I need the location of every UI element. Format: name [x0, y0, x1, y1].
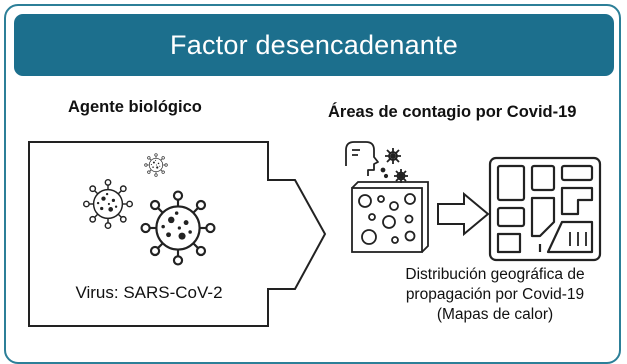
header-title: Factor desencadenante — [170, 29, 458, 60]
caption-line: propagación por Covid-19 — [405, 286, 585, 303]
petri-dish-icon — [351, 181, 429, 253]
diagram-graphics — [28, 141, 602, 327]
city-map-icon — [488, 156, 602, 262]
caption-line: (Mapas de calor) — [436, 306, 554, 323]
header-banner: Factor desencadenante — [14, 14, 614, 76]
caption-line: Distribución geográfica de — [405, 266, 585, 283]
virus-label: Virus: SARS-CoV-2 — [75, 283, 223, 302]
person-sneezing-icon — [345, 141, 408, 183]
right-panel-title: Áreas de contagio por Covid-19 — [328, 103, 577, 121]
left-panel-title: Agente biológico — [68, 98, 202, 116]
arrow-right-icon — [437, 191, 490, 237]
map-caption: Distribución geográfica de propagación p… — [360, 265, 627, 325]
